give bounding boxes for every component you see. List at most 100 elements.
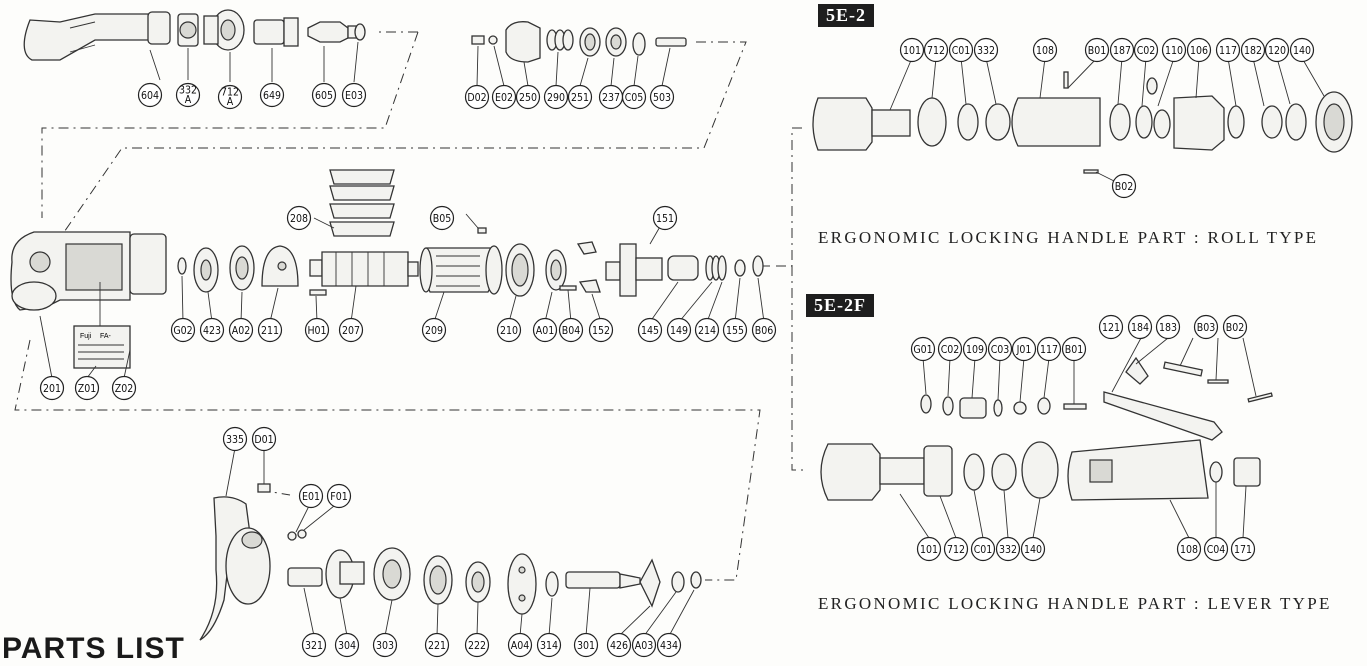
svg-text:108: 108 xyxy=(1180,544,1198,556)
svg-text:210: 210 xyxy=(500,325,518,337)
callout-h01: H01 xyxy=(304,317,330,343)
svg-text:G02: G02 xyxy=(173,325,192,337)
svg-text:110: 110 xyxy=(1165,45,1183,57)
svg-text:B06: B06 xyxy=(755,325,774,337)
svg-text:151: 151 xyxy=(656,213,674,225)
part-503-pin xyxy=(655,37,687,47)
part-e02-washer xyxy=(488,35,498,45)
assembly-path-5 xyxy=(14,339,761,581)
callout-187: 187 xyxy=(1109,37,1135,63)
assembly-path-2 xyxy=(59,41,747,239)
part-301-shaft xyxy=(565,571,641,589)
svg-text:712: 712 xyxy=(947,544,965,556)
part-712a-ring xyxy=(203,9,245,51)
part-649-bushing xyxy=(253,17,299,47)
svg-text:A04: A04 xyxy=(511,640,529,652)
svg-text:211: 211 xyxy=(261,325,279,337)
callout-152: 152 xyxy=(588,317,614,343)
section-tag-roll: 5E-2 xyxy=(818,4,874,27)
callout-e03: E03 xyxy=(341,82,367,108)
part-335-guard xyxy=(199,496,271,641)
callout-201: 201 xyxy=(39,375,65,401)
svg-text:187: 187 xyxy=(1113,45,1131,57)
svg-text:140: 140 xyxy=(1293,45,1311,57)
callout-151: 151 xyxy=(652,205,678,231)
svg-text:J01: J01 xyxy=(1016,344,1032,356)
callout-210: 210 xyxy=(496,317,522,343)
svg-text:237: 237 xyxy=(602,92,620,104)
callout-303: 303 xyxy=(372,632,398,658)
part-e01-washer xyxy=(287,531,297,541)
part-250-cap xyxy=(505,21,541,63)
callout-155: 155 xyxy=(722,317,748,343)
leader-lines xyxy=(39,41,1325,637)
svg-text:F01: F01 xyxy=(330,491,347,503)
part-434-ring xyxy=(690,571,702,589)
part-251-bearing xyxy=(579,27,601,57)
callout-335: 335 xyxy=(222,426,248,452)
callout-145: 145 xyxy=(637,317,663,343)
svg-text:D02: D02 xyxy=(467,92,486,104)
svg-text:C04: C04 xyxy=(1207,544,1226,556)
callout-423: 423 xyxy=(199,317,225,343)
callout-f01: F01 xyxy=(326,483,352,509)
part-207-rotor xyxy=(309,251,419,287)
assembly-path-3 xyxy=(776,127,806,471)
callout-171: 171 xyxy=(1230,536,1256,562)
callout-101: 101 xyxy=(916,536,942,562)
svg-text:201: 201 xyxy=(43,383,61,395)
svg-text:503: 503 xyxy=(653,92,671,104)
svg-text:605: 605 xyxy=(315,90,333,102)
part-145-sleeve xyxy=(667,255,699,281)
callout-221: 221 xyxy=(424,632,450,658)
part-201-housing xyxy=(10,231,167,311)
svg-text:D01: D01 xyxy=(254,434,273,446)
callout-434: 434 xyxy=(656,632,682,658)
svg-text:209: 209 xyxy=(425,325,443,337)
svg-text:B01: B01 xyxy=(1065,344,1084,356)
roll-type-assembly xyxy=(812,71,1353,174)
svg-text:183: 183 xyxy=(1159,322,1177,334)
callout-b01: B01 xyxy=(1061,336,1087,362)
svg-text:C02: C02 xyxy=(941,344,960,356)
svg-text:207: 207 xyxy=(342,325,360,337)
assembly-path-1 xyxy=(41,31,419,218)
part-a04-bearing xyxy=(507,553,537,615)
svg-text:B05: B05 xyxy=(433,213,452,225)
callout-110: 110 xyxy=(1161,37,1187,63)
callout-304: 304 xyxy=(334,632,360,658)
svg-text:304: 304 xyxy=(338,640,356,652)
svg-text:E03: E03 xyxy=(345,90,363,102)
callout-101: 101 xyxy=(899,37,925,63)
callout-712: 712 xyxy=(943,536,969,562)
callout-290: 290 xyxy=(543,84,569,110)
part-151-valve xyxy=(605,243,663,297)
svg-text:290: 290 xyxy=(547,92,565,104)
svg-text:121: 121 xyxy=(1102,322,1120,334)
svg-text:E01: E01 xyxy=(302,491,320,503)
svg-text:101: 101 xyxy=(920,544,938,556)
svg-text:182: 182 xyxy=(1244,45,1262,57)
callout-b03: B03 xyxy=(1193,314,1219,340)
part-237-gear xyxy=(605,27,627,57)
callout-332: 332 xyxy=(973,37,999,63)
part-304-cup xyxy=(325,549,365,599)
part-222-cage xyxy=(465,561,491,603)
callout-604: 604 xyxy=(137,82,163,108)
svg-text:171: 171 xyxy=(1234,544,1252,556)
part-209-cylinder xyxy=(419,245,503,295)
svg-text:184: 184 xyxy=(1131,322,1149,334)
svg-text:B02: B02 xyxy=(1115,181,1134,193)
svg-text:B01: B01 xyxy=(1088,45,1107,57)
part-d02-screw xyxy=(471,35,485,45)
svg-text:A: A xyxy=(185,94,192,106)
callout-e02: E02 xyxy=(491,84,517,110)
svg-text:221: 221 xyxy=(428,640,446,652)
callout-222: 222 xyxy=(464,632,490,658)
part-211-plate xyxy=(261,245,299,287)
callout-183: 183 xyxy=(1155,314,1181,340)
callout-b02: B02 xyxy=(1222,314,1248,340)
svg-text:712: 712 xyxy=(221,87,239,99)
callout-106: 106 xyxy=(1186,37,1212,63)
